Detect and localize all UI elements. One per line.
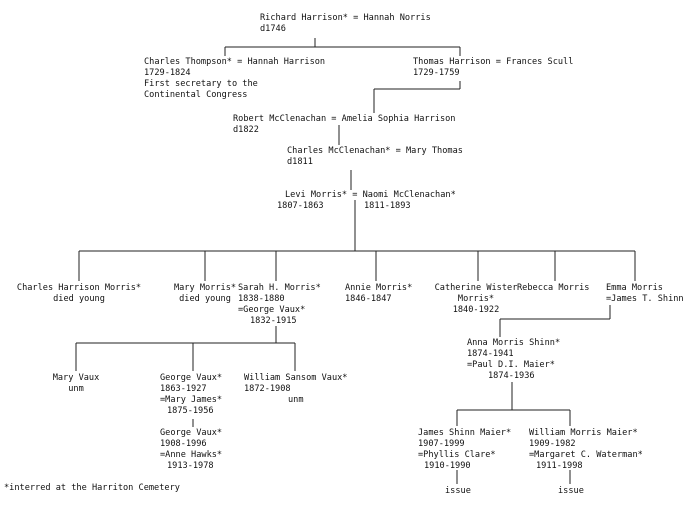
emma-morris-spouse: =James T. Shinn <box>606 294 684 304</box>
george-vaux-spouse-dates: 1875-1956 <box>167 406 214 416</box>
robert-mcclenachan-death: d1822 <box>233 125 259 135</box>
william-morris-maier-name: William Morris Maier* <box>529 428 638 438</box>
sarah-morris-name: Sarah H. Morris* <box>238 283 321 293</box>
mary-vaux-name: Mary Vaux <box>52 373 100 383</box>
annie-morris-name: Annie Morris* <box>345 283 413 293</box>
anna-morris-shinn-spouse-dates: 1874-1936 <box>488 371 535 381</box>
anna-morris-shinn-name: Anna Morris Shinn* <box>467 338 561 348</box>
mary-morris-name: Mary Morris* <box>173 283 237 293</box>
william-morris-maier-spouse: =Margaret C. Waterman* <box>529 450 643 460</box>
george-vaux-jr-spouse: =Anne Hawks* <box>160 450 223 460</box>
james-shinn-maier-spouse: =Phyllis Clare* <box>418 450 496 460</box>
mary-morris-note: died young <box>179 294 231 304</box>
james-shinn-maier-dates: 1907-1999 <box>418 439 465 449</box>
sarah-morris-spouse: =George Vaux* <box>238 305 306 315</box>
sarah-morris-spouse-dates: 1832-1915 <box>250 316 297 326</box>
george-vaux-spouse: =Mary James* <box>160 395 223 405</box>
george-vaux-dates: 1863-1927 <box>160 384 207 394</box>
charles-harrison-morris-name: Charles Harrison Morris* <box>16 283 142 293</box>
charles-thompson-note-line1: First secretary to the <box>144 79 258 89</box>
james-shinn-maier-spouse-dates: 1910-1990 <box>424 461 471 471</box>
george-vaux-jr-name: George Vaux* <box>160 428 223 438</box>
annie-morris-dates: 1846-1847 <box>345 294 392 304</box>
william-morris-maier-issue: issue <box>558 486 584 496</box>
thomas-harrison-dates: 1729-1759 <box>413 68 460 78</box>
naomi-mcclenachan-dates: 1811-1893 <box>364 201 411 211</box>
george-vaux-jr-dates: 1908-1996 <box>160 439 207 449</box>
charles-mcclenachan-couple: Charles McClenachan* = Mary Thomas <box>287 146 463 156</box>
james-shinn-maier-name: James Shinn Maier* <box>418 428 512 438</box>
mary-vaux-note: unm <box>68 384 84 394</box>
william-morris-maier-dates: 1909-1982 <box>529 439 576 449</box>
william-sansom-vaux-note: unm <box>288 395 304 405</box>
thomas-harrison-couple: Thomas Harrison = Frances Scull <box>413 57 574 67</box>
anna-morris-shinn-dates: 1874-1941 <box>467 349 514 359</box>
william-morris-maier-spouse-dates: 1911-1998 <box>536 461 583 471</box>
richard-harrison-death: d1746 <box>260 24 286 34</box>
catherine-morris-name-line2: Morris* <box>457 294 495 304</box>
levi-morris-couple: Levi Morris* = Naomi McClenachan* <box>285 190 456 200</box>
rebecca-morris-name: Rebecca Morris <box>517 283 590 293</box>
george-vaux-jr-spouse-dates: 1913-1978 <box>167 461 214 471</box>
charles-thompson-couple: Charles Thompson* = Hannah Harrison <box>144 57 326 67</box>
charles-thompson-dates: 1729-1824 <box>144 68 191 78</box>
anna-morris-shinn-spouse: =Paul D.I. Maier* <box>467 360 555 370</box>
footnote: *interred at the Harriton Cemetery <box>4 483 180 493</box>
george-vaux-name: George Vaux* <box>160 373 223 383</box>
william-sansom-vaux-dates: 1872-1908 <box>244 384 291 394</box>
emma-morris-name: Emma Morris <box>606 283 663 293</box>
robert-mcclenachan-couple: Robert McClenachan = Amelia Sophia Harri… <box>233 114 456 124</box>
charles-thompson-note-line2: Continental Congress <box>144 90 248 100</box>
james-shinn-maier-issue: issue <box>445 486 471 496</box>
charles-harrison-morris-note: died young <box>53 294 105 304</box>
levi-morris-dates: 1807-1863 <box>277 201 324 211</box>
catherine-morris-name-line1: Catherine Wister <box>434 283 518 293</box>
catherine-morris-dates: 1840-1922 <box>452 305 500 315</box>
sarah-morris-dates: 1838-1880 <box>238 294 285 304</box>
william-sansom-vaux-name: William Sansom Vaux* <box>244 373 348 383</box>
richard-harrison-couple: Richard Harrison* = Hannah Norris <box>260 13 431 23</box>
charles-mcclenachan-death: d1811 <box>287 157 313 167</box>
